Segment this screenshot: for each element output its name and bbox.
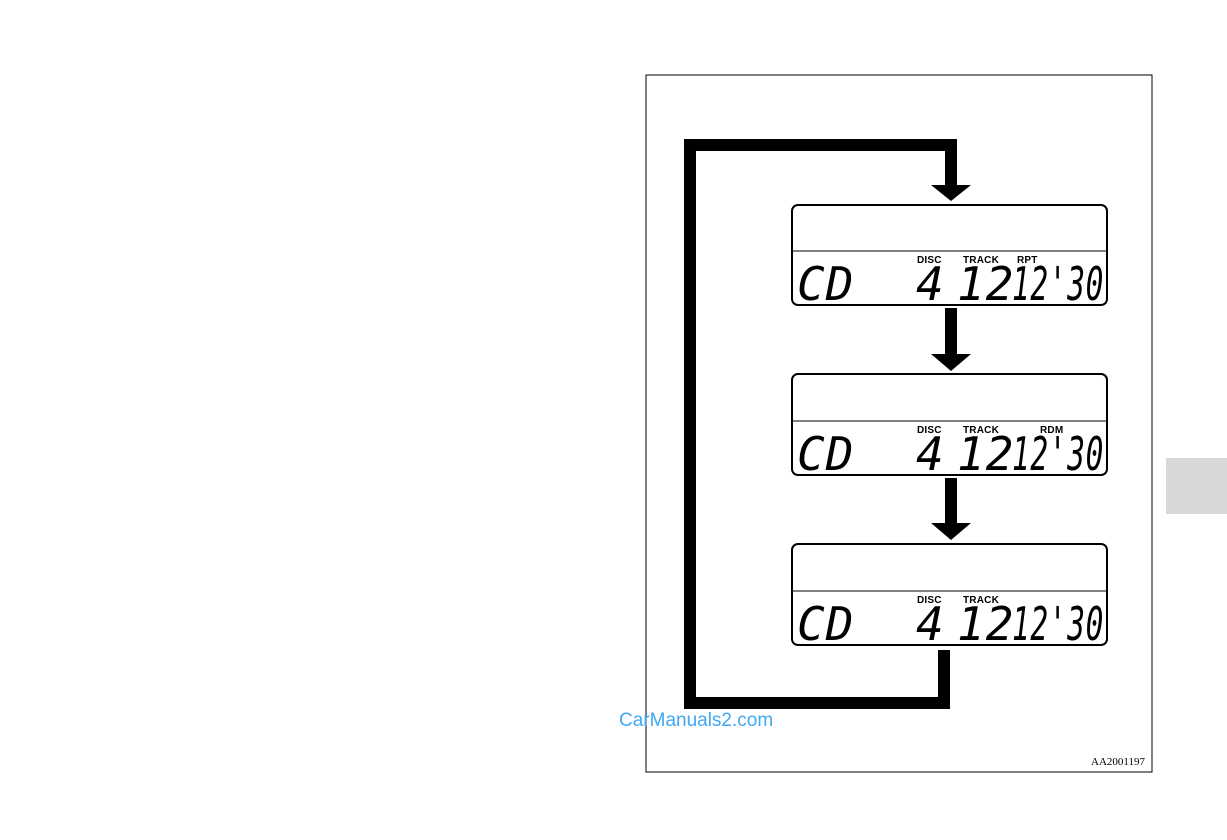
watermark-text: CarManuals2.com [619,710,773,732]
lcd-display-1: DISC TRACK RPT CD 4 12 12'30 [792,205,1107,311]
connector-line [945,308,957,356]
track-number-readout: 12 [957,257,1014,311]
connector-line [945,478,957,525]
elapsed-time-readout: 12'30 [1012,597,1104,651]
figure-id: AA2001197 [1091,756,1145,768]
arrow-down-icon [931,354,971,371]
elapsed-time-readout: 12'30 [1012,257,1104,311]
disc-number-readout: 4 [916,427,945,481]
mode-readout: CD [797,427,854,481]
track-number-readout: 12 [957,427,1014,481]
mode-readout: CD [797,257,854,311]
disc-number-readout: 4 [916,257,945,311]
lcd-display-3: DISC TRACK CD 4 12 12'30 [792,544,1107,651]
mode-readout: CD [797,597,854,651]
arrow-down-icon [931,523,971,540]
chapter-side-tab [1166,458,1227,514]
track-number-readout: 12 [957,597,1014,651]
elapsed-time-readout: 12'30 [1012,427,1104,481]
lcd-display-2: DISC TRACK RDM CD 4 12 12'30 [792,374,1107,481]
arrow-down-icon [931,185,971,201]
disc-number-readout: 4 [916,597,945,651]
